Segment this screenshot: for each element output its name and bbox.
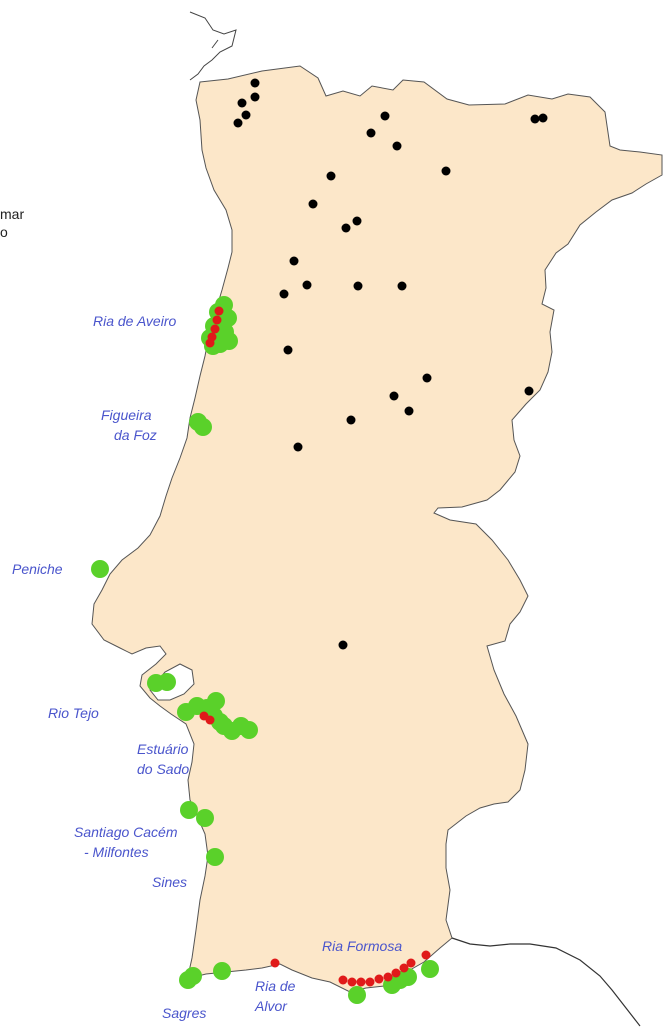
label-ria-de: Ria de xyxy=(255,978,296,994)
inland-site-dot xyxy=(397,281,407,291)
coastal-site-green xyxy=(158,673,176,691)
coastal-site-red xyxy=(421,950,431,960)
coastal-site-green xyxy=(220,332,238,350)
inland-site-dot xyxy=(289,256,299,266)
coastal-site-green xyxy=(240,721,258,739)
land-mass xyxy=(91,65,663,993)
label-milfontes: - Milfontes xyxy=(84,844,149,860)
inland-site-dot xyxy=(352,216,362,226)
inland-site-dot xyxy=(308,199,318,209)
label-peniche: Peniche xyxy=(12,561,63,577)
coastal-site-red xyxy=(356,977,366,987)
coastal-site-red xyxy=(399,963,409,973)
coastal-site-green xyxy=(207,692,225,710)
label-ria-formosa: Ria Formosa xyxy=(322,938,403,954)
coastal-site-green xyxy=(206,848,224,866)
coastal-site-red xyxy=(214,306,224,316)
coastal-site-red xyxy=(374,974,384,984)
label-sines: Sines xyxy=(152,874,188,890)
inland-site-dot xyxy=(302,280,312,290)
inland-site-dot xyxy=(389,391,399,401)
coastal-site-green xyxy=(91,560,109,578)
inland-site-dot xyxy=(530,114,540,124)
coastal-site-red xyxy=(270,958,280,968)
inland-site-dot xyxy=(293,442,303,452)
coastal-site-green xyxy=(421,960,439,978)
coastal-site-green xyxy=(399,968,417,986)
inland-site-dot xyxy=(326,171,336,181)
coastal-site-red xyxy=(365,977,375,987)
label-santiago-cacem: Santiago Cacém xyxy=(74,824,178,840)
inland-site-dot xyxy=(250,78,260,88)
coastal-site-green xyxy=(196,809,214,827)
inland-site-dot xyxy=(392,141,402,151)
label-rio-tejo: Rio Tejo xyxy=(48,705,99,721)
coastal-site-red xyxy=(406,958,416,968)
coastal-site-red xyxy=(205,715,215,725)
inland-site-dot xyxy=(353,281,363,291)
coastal-site-red xyxy=(338,975,348,985)
inland-site-dot xyxy=(404,406,414,416)
inland-site-dot xyxy=(538,113,548,123)
inland-site-dot xyxy=(233,118,243,128)
coastal-site-red xyxy=(383,972,393,982)
label-estuario: Estuário xyxy=(137,741,189,757)
coastal-site-green xyxy=(194,418,212,436)
inland-site-dot xyxy=(346,415,356,425)
spain-south-coast xyxy=(451,937,641,1027)
coastal-site-red xyxy=(391,968,401,978)
galicia-outline xyxy=(189,11,237,81)
label-sagres: Sagres xyxy=(162,1005,207,1021)
inland-site-dot xyxy=(366,128,376,138)
coastal-site-green xyxy=(219,309,237,327)
label-da-foz: da Foz xyxy=(114,427,157,443)
legend-fragment-1: mar xyxy=(0,206,25,222)
coastal-site-red xyxy=(205,338,215,348)
coastal-site-green xyxy=(213,962,231,980)
inland-site-dot xyxy=(283,345,293,355)
inland-site-dot xyxy=(441,166,451,176)
label-figueira: Figueira xyxy=(101,407,152,423)
coastal-site-green xyxy=(211,713,229,731)
coastal-site-red xyxy=(347,977,357,987)
inland-site-dot xyxy=(341,223,351,233)
legend-fragment-2: o xyxy=(0,224,8,240)
inland-site-dot xyxy=(241,110,251,120)
inland-site-dot xyxy=(524,386,534,396)
coastal-site-red xyxy=(212,315,222,325)
inland-site-dot xyxy=(422,373,432,383)
coastal-site-green xyxy=(348,986,366,1004)
label-do-sado: do Sado xyxy=(137,761,190,777)
inland-site-dot xyxy=(338,640,348,650)
inland-site-dot xyxy=(237,98,247,108)
coastal-site-green xyxy=(179,971,197,989)
inland-site-dot xyxy=(250,92,260,102)
label-alvor: Alvor xyxy=(255,998,287,1014)
coastal-site-red xyxy=(210,324,220,334)
inland-site-dot xyxy=(279,289,289,299)
inland-site-dot xyxy=(380,111,390,121)
coastal-site-green xyxy=(180,801,198,819)
label-ria-de-aveiro: Ria de Aveiro xyxy=(93,313,177,329)
